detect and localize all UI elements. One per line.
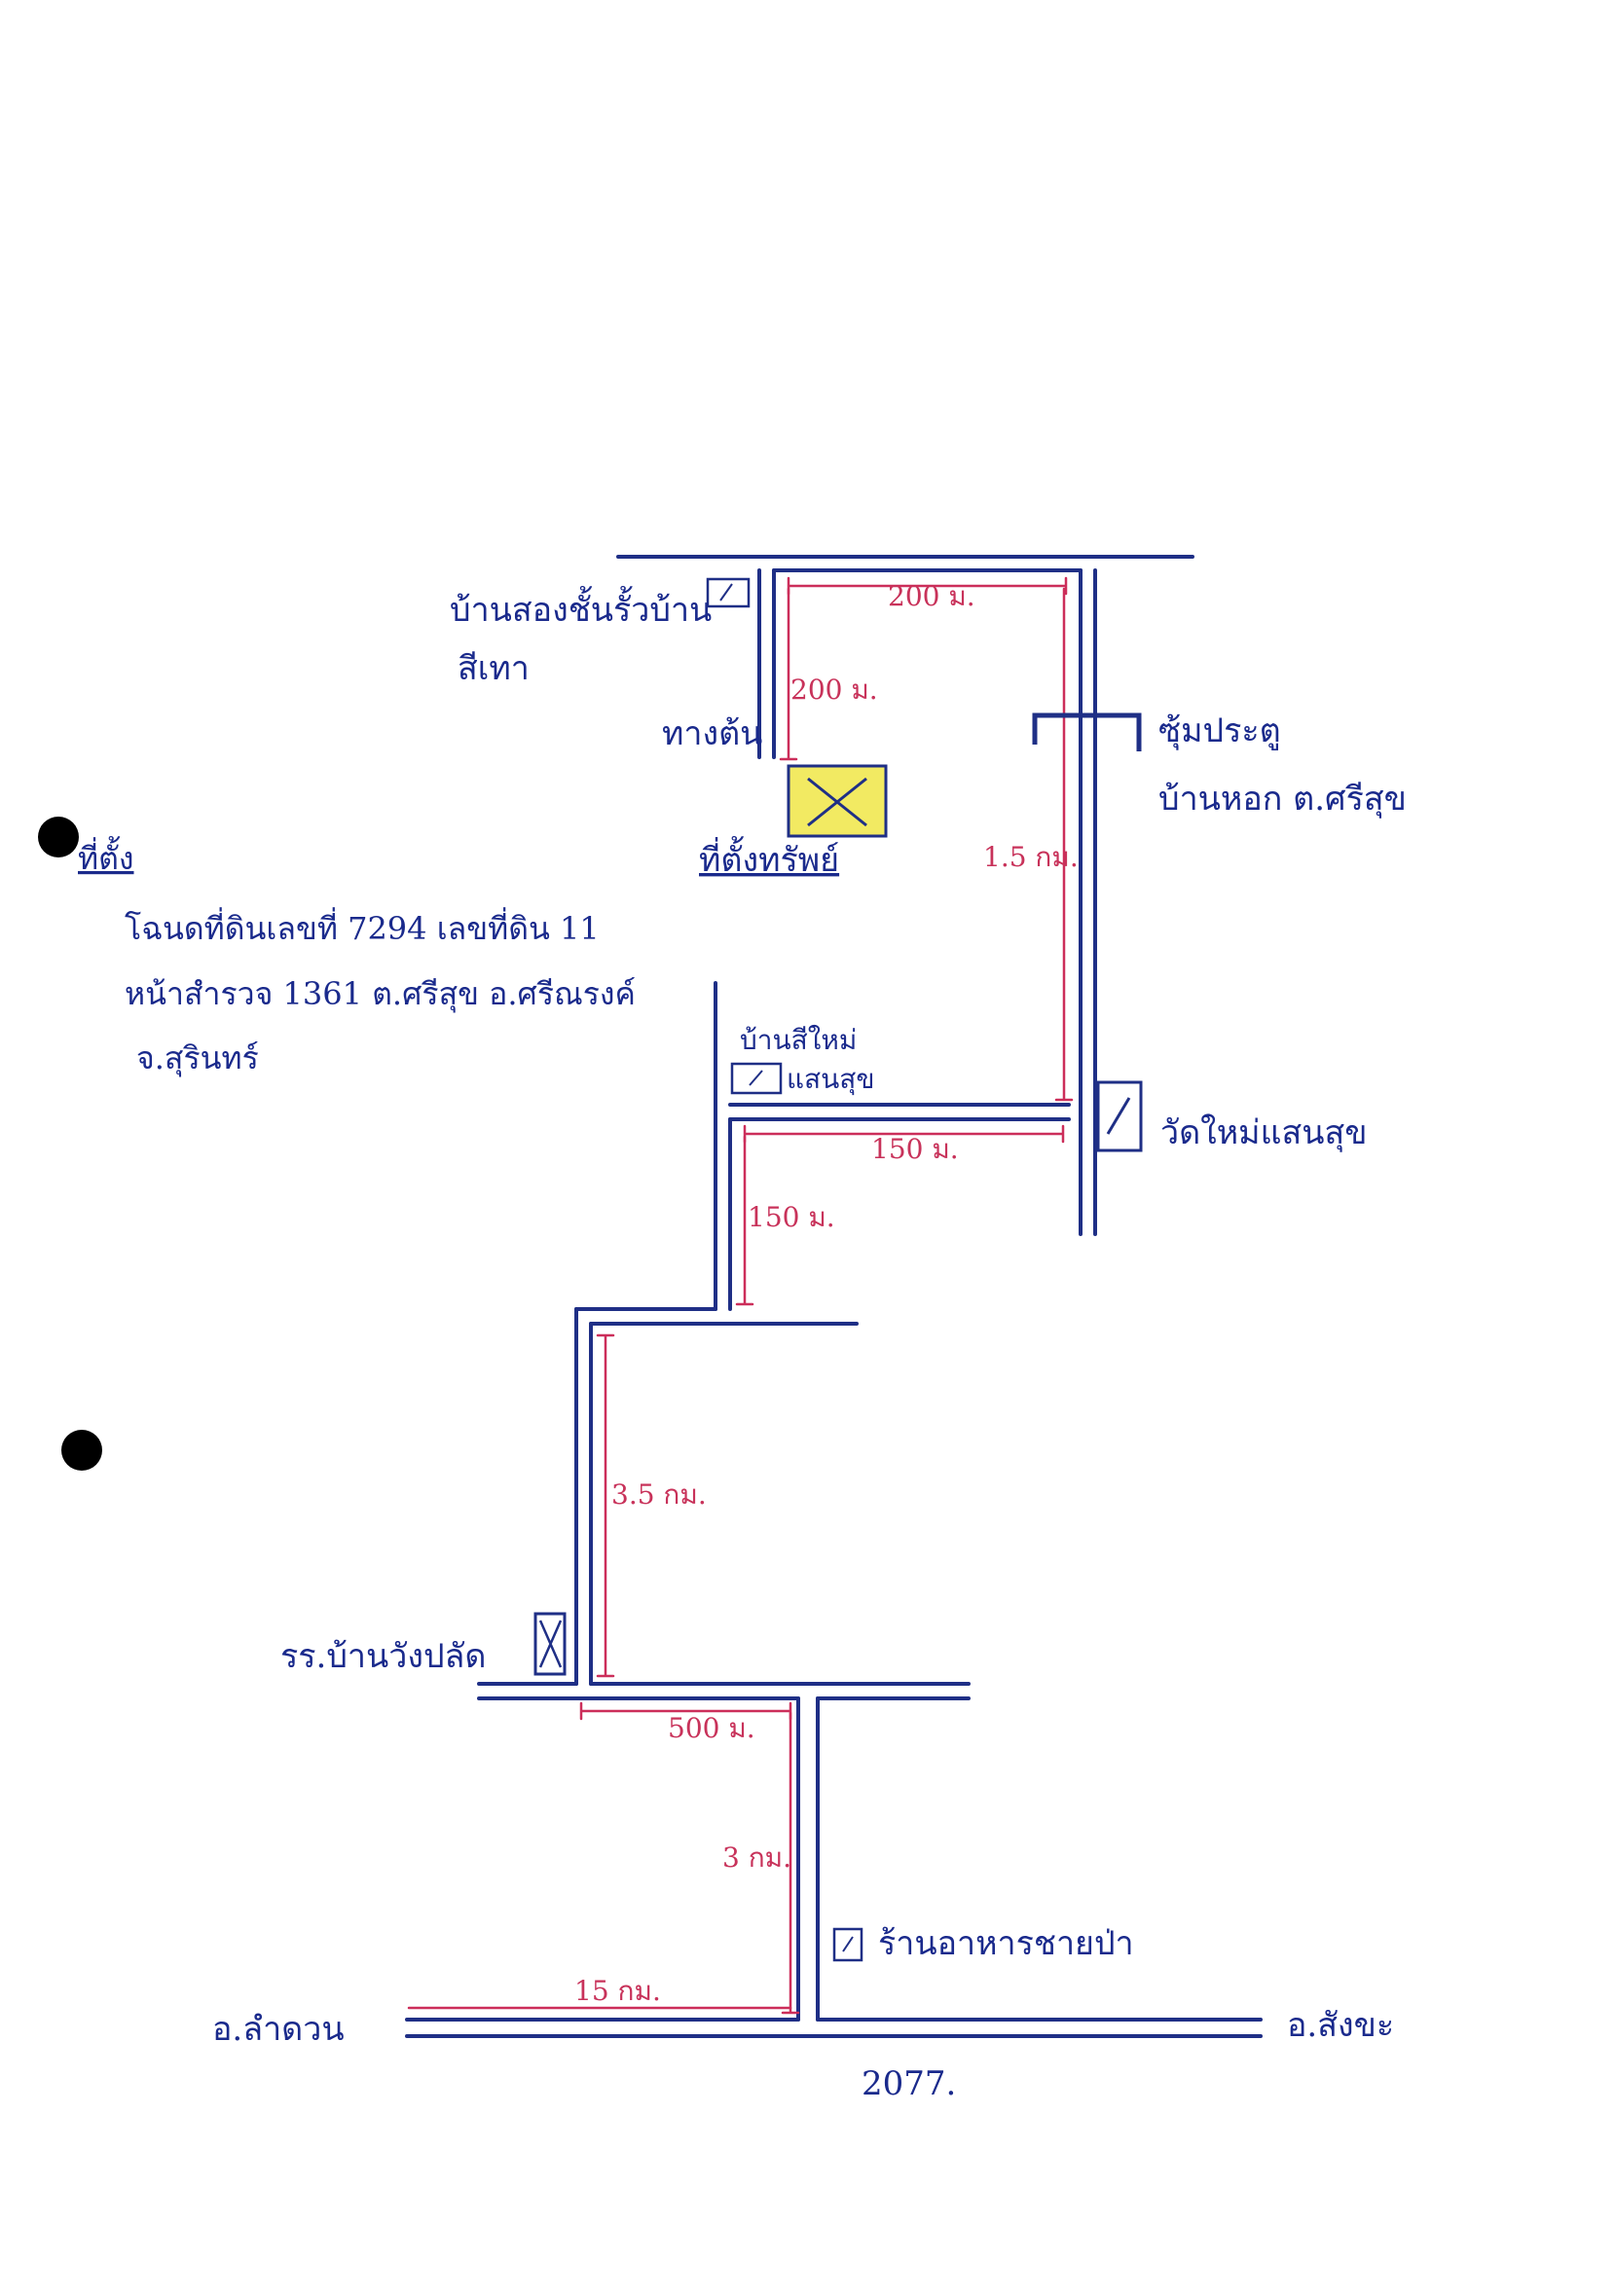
punch-hole-top — [38, 817, 79, 857]
dim-middle-vertical — [735, 1135, 754, 1306]
dim-top-vertical — [779, 587, 798, 761]
dist-top-vertical: 200 ม. — [790, 674, 878, 706]
dim-long-vertical — [596, 1333, 615, 1678]
road-top — [616, 555, 1194, 572]
dist-main-road: 15 กม. — [574, 1975, 661, 2007]
road-long-vertical — [574, 1307, 593, 1686]
road-bottom-vertical — [796, 1696, 820, 2022]
dist-right-vertical: 1.5 กม. — [983, 841, 1079, 873]
school-box-icon — [533, 1612, 567, 1676]
dist-bottom-horizontal: 500 ม. — [668, 1712, 755, 1744]
label-junction-left: ทางต้น — [662, 714, 762, 753]
distance-markers — [407, 576, 1074, 2015]
label-gate-line2: บ้านหอก ต.ศรีสุข — [1158, 780, 1407, 819]
map-labels: บ้านสองชั้นรั้วบ้าน สีเทา ทางต้น ที่ตั้ง… — [212, 586, 1407, 2103]
new-house-box-icon — [730, 1062, 783, 1095]
road-lower-connector — [574, 1307, 859, 1326]
house-box-icon — [706, 577, 751, 608]
distance-labels: 200 ม. 200 ม. 1.5 กม. 150 ม. 150 ม. 3.5 … — [574, 580, 1079, 2007]
shop-box-icon — [832, 1927, 863, 1962]
road-main-2077 — [405, 2018, 1263, 2038]
road-left-branch — [757, 568, 776, 759]
dist-middle-horizontal: 150 ม. — [871, 1133, 959, 1165]
dist-top-horizontal: 200 ม. — [888, 580, 975, 612]
label-school: รร.บ้านวังปลัด — [280, 1637, 486, 1676]
label-new-house-line2: แสนสุข — [787, 1063, 875, 1096]
road-middle-connector — [728, 1103, 1071, 1121]
label-house-two-storey-line1: บ้านสองชั้นรั้วบ้าน — [450, 586, 712, 630]
notes-line3: จ.สุรินทร์ — [136, 1039, 259, 1077]
label-restaurant: ร้านอาหารชายป่า — [878, 1924, 1134, 1963]
notes-line1: โฉนดที่ดินเลขที่ 7294 เลขที่ดิน 11 — [125, 907, 600, 947]
label-town-left: อ.ลำดวน — [212, 2010, 345, 2049]
road-middle-vertical — [714, 981, 732, 1311]
dist-bottom-vertical: 3 กม. — [722, 1841, 791, 1874]
site-cross-marker-icon — [787, 764, 888, 838]
location-notes: ที่ตั้ง โฉนดที่ดินเลขที่ 7294 เลขที่ดิน … — [78, 836, 636, 1077]
label-new-house-line1: บ้านสีใหม่ — [740, 1024, 857, 1056]
road-right-vertical — [1079, 568, 1097, 1236]
temple-box-icon — [1096, 1080, 1143, 1152]
label-gate-line1: ซุ้มประตู — [1158, 711, 1281, 750]
label-site: ที่ตั้งทรัพย์ — [699, 836, 839, 880]
label-house-two-storey-line2: สีเทา — [458, 649, 530, 688]
label-road-number: 2077. — [862, 2064, 956, 2103]
label-town-right: อ.สังขะ — [1287, 2006, 1394, 2045]
road-network — [405, 555, 1263, 2038]
punch-hole-bottom — [61, 1430, 102, 1471]
dim-bottom-vertical — [781, 1711, 800, 2015]
dist-long-vertical: 3.5 กม. — [611, 1478, 707, 1511]
notes-line2: หน้าสำรวจ 1361 ต.ศรีสุข อ.ศรีณรงค์ — [125, 975, 636, 1013]
notes-heading: ที่ตั้ง — [78, 836, 134, 877]
dim-right-vertical — [1054, 587, 1074, 1102]
gate-arch-icon — [1032, 712, 1142, 751]
road-school-horizontal — [477, 1682, 971, 1700]
label-temple: วัดใหม่แสนสุข — [1160, 1113, 1368, 1152]
dist-middle-vertical: 150 ม. — [748, 1201, 835, 1233]
